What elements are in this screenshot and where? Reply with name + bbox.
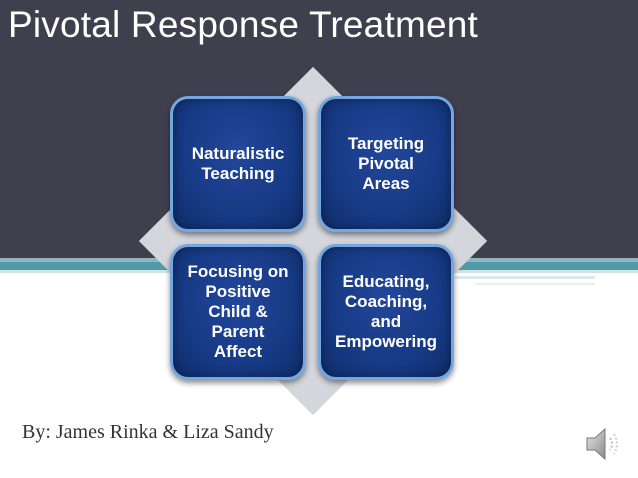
diagram-box-label: Targeting Pivotal Areas: [347, 134, 425, 193]
slide-byline: By: James Rinka & Liza Sandy: [22, 421, 274, 443]
diagram-box-label: Educating, Coaching, and Empowering: [334, 272, 437, 351]
diagram-box-educating-coaching-empowering: Educating, Coaching, and Empowering: [318, 244, 454, 380]
accent-stripe: [455, 276, 595, 279]
diagram-box-label: Naturalistic Teaching: [191, 144, 285, 183]
slide-title: Pivotal Response Treatment: [8, 4, 478, 45]
diagram-box-label: Focusing on Positive Child & Parent Affe…: [187, 262, 289, 361]
diagram-box-targeting-pivotal-areas: Targeting Pivotal Areas: [318, 96, 454, 232]
speaker-icon[interactable]: [583, 424, 623, 464]
diagram-box-focusing-on-positive-affect: Focusing on Positive Child & Parent Affe…: [170, 244, 306, 380]
accent-stripe: [475, 283, 595, 285]
diagram-box-naturalistic-teaching: Naturalistic Teaching: [170, 96, 306, 232]
